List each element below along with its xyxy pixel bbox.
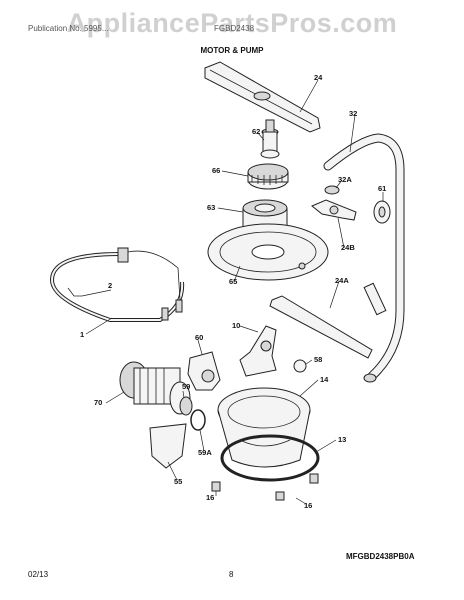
nut-16-right [275,473,319,501]
callout-24: 24 [314,73,323,82]
callout-10: 10 [232,321,240,330]
callout-14: 14 [320,375,329,384]
callout-63: 63 [207,203,215,212]
leader-lines [81,79,384,505]
filter-66 [247,163,289,190]
valve-61 [373,200,391,224]
callout-70: 70 [94,398,102,407]
sump-gasket-13 [220,434,320,482]
callout-60: 60 [195,333,203,342]
footer-page-number: 8 [229,570,234,579]
spray-arm-mount [260,119,280,159]
callout-labels: 24 62 32 66 32A 61 63 24B 2 65 24A 1 60 10 58 14 70 59 59A… [80,73,386,510]
spray-arm-24a [269,282,387,359]
page-title: MOTOR & PUMP [200,46,264,55]
callout-13: 13 [338,435,346,444]
callout-59a: 59A [198,448,212,457]
callout-58: 58 [314,355,322,364]
pump-housing-60 [187,351,221,391]
water-supply-tube [323,133,405,383]
seal-59a [190,409,206,431]
motor-70 [119,361,191,415]
callout-59: 59 [182,382,190,391]
callout-61: 61 [378,184,386,193]
callout-24a: 24A [335,276,349,285]
callout-66: 66 [212,166,220,175]
callout-2: 2 [108,281,112,290]
callout-62: 62 [252,127,260,136]
footer-date: 02/13 [28,570,49,579]
ball-58 [293,359,307,373]
callout-65: 65 [229,277,237,286]
callout-32: 32 [349,109,357,118]
publication-number: Publication No. 5995... [28,24,109,33]
watermark: AppliancePartsPros.com [66,8,398,38]
callout-32a: 32A [338,175,352,184]
callout-24b: 24B [341,243,355,252]
callout-16: 16 [304,501,312,510]
model-number: FGBD2438 [214,24,255,33]
upper-spray-arm [204,61,321,133]
sump-14 [217,387,311,468]
heating-element [49,247,185,322]
callout-1: 1 [80,330,84,339]
figure-code: MFGBD2438PB0A [346,552,415,561]
callout-55: 55 [174,477,182,486]
filter-63 [242,199,288,237]
nut-16-left [211,481,221,492]
bracket-55 [149,423,187,469]
filter-plate-65 [207,223,329,281]
pump-10 [239,325,277,377]
seal-59 [179,396,193,416]
washer-32a [324,185,340,195]
lower-spray-arm-24b [311,199,357,221]
callout-16: 16 [206,493,214,502]
